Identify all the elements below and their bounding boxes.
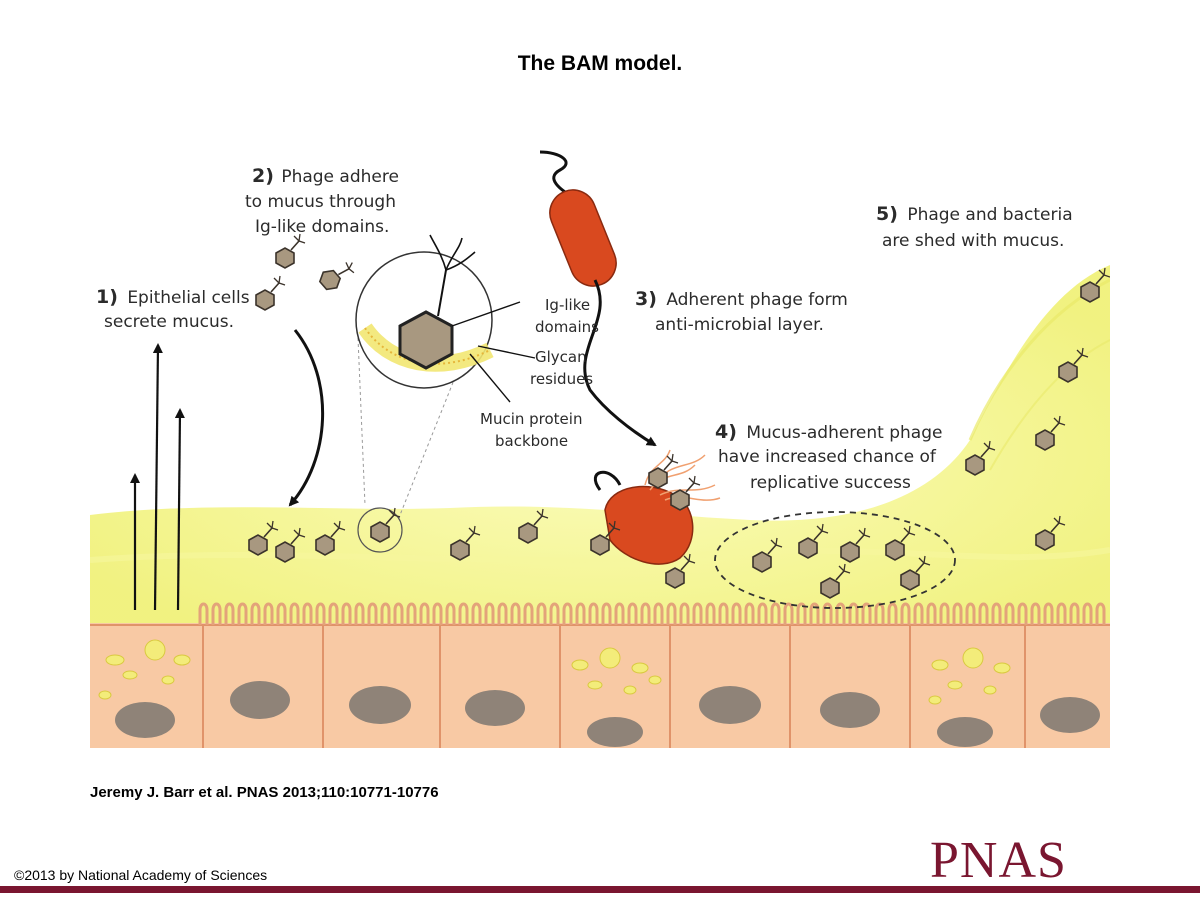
microvillus <box>796 602 807 625</box>
microvillus <box>289 602 300 625</box>
microvillus <box>419 602 430 625</box>
microvillus <box>718 602 729 625</box>
microvillus <box>1030 602 1041 625</box>
microvillus <box>952 602 963 625</box>
microvillus <box>640 602 651 625</box>
microvillus <box>354 602 365 625</box>
microvillus <box>1017 602 1028 625</box>
microvillus <box>978 602 989 625</box>
microvillus <box>562 602 573 625</box>
microvillus <box>471 602 482 625</box>
microvillus <box>861 602 872 625</box>
microvillus <box>1056 602 1067 625</box>
microvillus <box>575 602 586 625</box>
microvillus <box>822 602 833 625</box>
inset-label-ig-like: Ig-like domains <box>535 296 599 336</box>
microvillus <box>328 602 339 625</box>
step-5-label: 5) Phage and bacteria are shed with mucu… <box>876 203 1078 251</box>
microvillus <box>1069 602 1080 625</box>
microvillus <box>939 602 950 625</box>
inset-magnifier <box>355 234 536 553</box>
microvillus <box>588 602 599 625</box>
microvillus <box>627 602 638 625</box>
microvillus <box>1095 602 1106 625</box>
microvillus <box>458 602 469 625</box>
step-1-label: 1) Epithelial cells secrete mucus. <box>96 286 255 332</box>
inset-label-glycan: Glycan residues <box>530 348 593 388</box>
microvillus <box>1043 602 1054 625</box>
microvillus <box>887 602 898 625</box>
microvillus <box>1082 602 1093 625</box>
citation: Jeremy J. Barr et al. PNAS 2013;110:1077… <box>90 784 439 801</box>
microvillus <box>549 602 560 625</box>
microvillus <box>614 602 625 625</box>
microvillus <box>913 602 924 625</box>
microvillus <box>198 602 209 625</box>
microvillus <box>900 602 911 625</box>
bam-model-diagram: 1) Epithelial cells secrete mucus. 2) Ph… <box>90 140 1110 750</box>
inset-label-mucin: Mucin protein backbone <box>480 410 587 450</box>
microvillus <box>679 602 690 625</box>
pnas-logo: PNAS <box>930 832 1067 889</box>
mucus-layer <box>90 265 1110 640</box>
microvillus <box>692 602 703 625</box>
microvillus <box>484 602 495 625</box>
microvillus <box>341 602 352 625</box>
microvillus <box>1004 602 1015 625</box>
step-4-label: 4) Mucus-adherent phage have increased c… <box>715 421 948 493</box>
microvillus <box>263 602 274 625</box>
microvillus <box>848 602 859 625</box>
microvillus <box>250 602 261 625</box>
phage-adhesion-arrow <box>288 329 325 507</box>
microvillus <box>432 602 443 625</box>
mucus-secretion-arrows <box>130 343 185 611</box>
step-2-label: 2) Phage adhere to mucus through Ig-like… <box>245 165 404 237</box>
microvillus <box>705 602 716 625</box>
microvillus <box>380 602 391 625</box>
microvillus <box>406 602 417 625</box>
microvillus <box>601 602 612 625</box>
free-phage-group <box>255 233 358 311</box>
microvillus <box>523 602 534 625</box>
microvillus <box>757 602 768 625</box>
microvillus <box>276 602 287 625</box>
microvillus <box>302 602 313 625</box>
microvillus <box>965 602 976 625</box>
bacterium-attack-arrow <box>583 279 657 447</box>
diagram-canvas: 1) Epithelial cells secrete mucus. 2) Ph… <box>90 150 1110 748</box>
copyright-notice: ©2013 by National Academy of Sciences <box>14 867 268 883</box>
figure-title: The BAM model. <box>517 52 683 75</box>
microvillus <box>211 602 222 625</box>
microvillus <box>926 602 937 625</box>
replication-zone <box>714 511 956 609</box>
microvillus <box>367 602 378 625</box>
microvillus <box>393 602 404 625</box>
microvillus <box>991 602 1002 625</box>
footer-bar <box>0 886 1200 893</box>
microvillus <box>835 602 846 625</box>
microvillus <box>497 602 508 625</box>
microvillus <box>653 602 664 625</box>
microvillus <box>744 602 755 625</box>
cell-nuclei <box>115 681 1100 747</box>
secretory-vesicles <box>98 639 1011 705</box>
microvillus <box>770 602 781 625</box>
microvillus <box>315 602 326 625</box>
microvillus <box>237 602 248 625</box>
microvillus <box>666 602 677 625</box>
microvillus <box>224 602 235 625</box>
microvillus <box>536 602 547 625</box>
microvillus <box>783 602 794 625</box>
microvillus <box>445 602 456 625</box>
microvillus <box>731 602 742 625</box>
microvilli <box>198 602 1106 625</box>
bacterium-top <box>539 150 617 287</box>
microvillus <box>809 602 820 625</box>
bacterium-lysed <box>593 449 721 565</box>
step-3-label: 3) Adherent phage form anti-microbial la… <box>635 288 853 335</box>
microvillus <box>510 602 521 625</box>
